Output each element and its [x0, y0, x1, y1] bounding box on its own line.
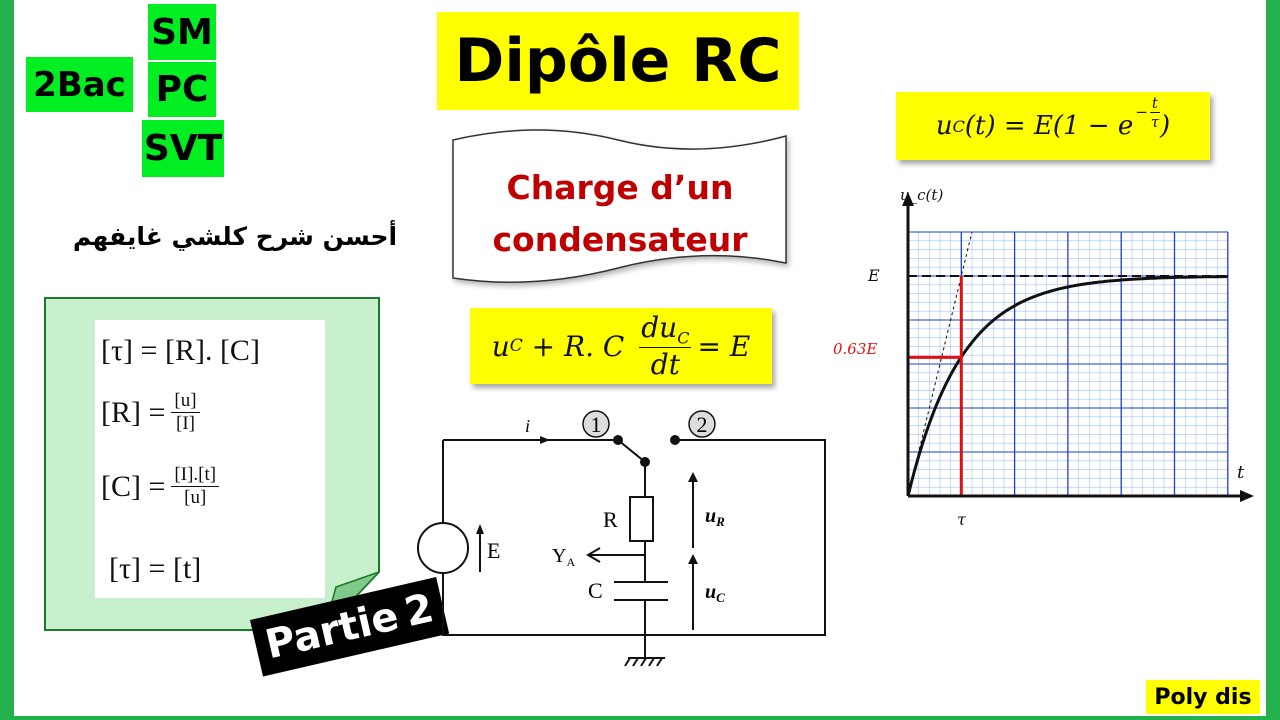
graph-063e-label: 0.63E	[833, 340, 878, 358]
scroll-banner	[452, 129, 787, 283]
eq-rhs: = E	[697, 329, 751, 363]
y-axis-arrow	[902, 192, 914, 206]
formula-tau-t: [τ] = [t]	[109, 552, 202, 585]
subtitle-line1: Charge d’un	[506, 168, 734, 207]
sol-u: u	[935, 111, 953, 141]
capacitor-label: C	[588, 578, 603, 603]
denominator: [u]	[184, 487, 207, 508]
resistor-label: R	[603, 507, 618, 532]
eq-den: dt	[650, 348, 680, 382]
formula-r-lhs: [R] =	[101, 395, 166, 429]
switch-position-1: 1	[591, 412, 602, 437]
graph-xlabel: t	[1237, 462, 1245, 483]
arabic-tagline: أحسن شرح كلشي غايفهم	[72, 222, 398, 251]
left-border	[0, 0, 14, 720]
subtitle: Charge d’un condensateur	[455, 162, 785, 266]
title-box: Dipôle RC	[437, 12, 799, 110]
formula-r: [R] = [u] [I]	[101, 390, 200, 435]
subtitle-line2: condensateur	[492, 220, 748, 259]
bottom-border	[0, 716, 1280, 720]
eq-fraction: duC dt	[639, 310, 692, 382]
pc-tag: PC	[148, 62, 216, 117]
denominator: [I]	[176, 413, 195, 434]
formula-c-lhs: [C] =	[101, 469, 166, 503]
ur-label: uR	[705, 505, 725, 529]
numerator: [I].[t]	[171, 464, 220, 487]
fraction: [I].[t] [u]	[171, 464, 220, 509]
sol-rest: (t) = E(1 − e	[964, 111, 1134, 141]
sol-close: )	[1159, 111, 1171, 141]
page-title: Dipôle RC	[454, 26, 782, 96]
rc-circuit-diagram: 1 2 i E R C YA uR uC	[417, 410, 826, 667]
numerator: [u]	[171, 390, 200, 413]
uc-label: uC	[705, 581, 725, 605]
x-axis-arrow	[1240, 490, 1254, 502]
graph-e-label: E	[868, 266, 880, 285]
level-tag: 2Bac	[26, 57, 133, 112]
eq-sub: C	[509, 336, 523, 356]
formula-tau: [τ] = [R]. [C]	[101, 334, 260, 367]
sm-tag: SM	[148, 4, 216, 60]
brand-label: Poly dis	[1146, 680, 1260, 714]
dimension-formulas: [τ] = [R]. [C] [R] = [u] [I] [C] = [I].[…	[95, 320, 325, 598]
eq-mid: + R. C	[522, 329, 634, 363]
right-border	[1266, 0, 1280, 720]
fraction: [u] [I]	[171, 390, 200, 435]
formula-c: [C] = [I].[t] [u]	[101, 464, 220, 509]
eq-u: u	[491, 329, 510, 363]
probe-label: YA	[552, 545, 575, 569]
graph-ylabel: u_c(t)	[900, 186, 944, 204]
sol-sub: C	[952, 116, 965, 136]
switch-position-2: 2	[697, 412, 708, 437]
current-label: i	[525, 416, 530, 436]
source-label: E	[487, 538, 500, 563]
graph-tau-label: τ	[957, 510, 966, 529]
eq-num: duC	[639, 310, 692, 349]
svt-tag: SVT	[142, 120, 224, 177]
charge-curve-graph	[902, 192, 1254, 502]
